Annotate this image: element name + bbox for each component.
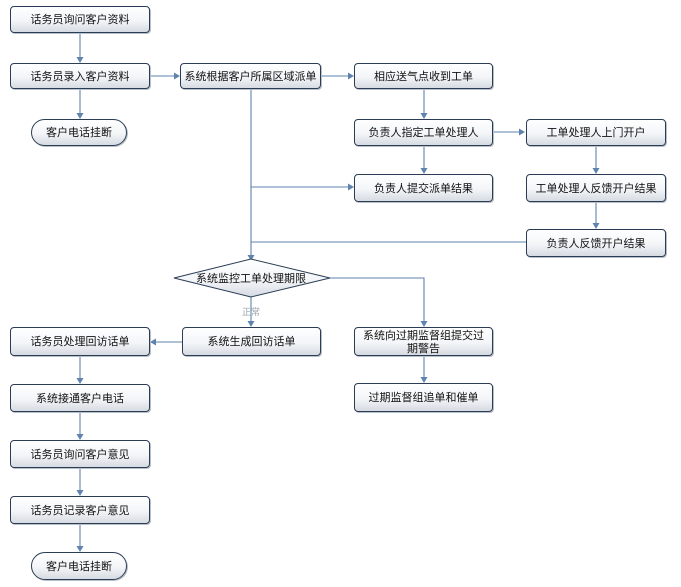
node-handler-feedback-result[interactable]: 工单处理人反馈开户结果 xyxy=(526,174,666,202)
decision-monitor-deadline[interactable]: 系统监控工单处理期限 xyxy=(173,258,331,298)
connector-layer xyxy=(76,33,600,552)
node-label: 工单处理人上门开户 xyxy=(546,126,646,139)
node-label: 负责人提交派单结果 xyxy=(374,181,473,195)
arrowhead xyxy=(76,378,84,384)
arrowhead xyxy=(247,255,255,261)
arrowhead xyxy=(150,338,156,346)
node-chase-orders[interactable]: 过期监督组追单和催单 xyxy=(354,383,493,412)
node-customer-hangup-bottom[interactable]: 客户电话挂断 xyxy=(31,552,127,580)
node-label: 负责人反馈开户结果 xyxy=(546,236,646,250)
node-ask-customer-opinion[interactable]: 话务员询问客户意见 xyxy=(10,440,150,468)
node-record-customer-opinion[interactable]: 话务员记录客户意见 xyxy=(10,496,150,524)
node-ask-customer-info[interactable]: 话务员询问客户资料 xyxy=(10,6,150,33)
arrowhead xyxy=(247,321,255,327)
decision-diamond xyxy=(173,258,331,298)
node-label: 话务员记录客户意见 xyxy=(30,503,130,517)
node-label: 话务员询问客户资料 xyxy=(30,13,130,26)
node-label: 客户电话挂断 xyxy=(46,126,112,139)
arrowhead xyxy=(76,490,84,496)
node-label: 负责人指定工单处理人 xyxy=(368,126,479,139)
node-handler-onsite-open[interactable]: 工单处理人上门开户 xyxy=(526,119,666,146)
node-label: 话务员询问客户意见 xyxy=(30,447,130,461)
node-system-dispatch-by-region[interactable]: 系统根据客户所属区域派单 xyxy=(180,63,321,89)
arrowhead xyxy=(174,72,180,80)
node-customer-hangup-top[interactable]: 客户电话挂断 xyxy=(31,119,127,146)
arrowhead xyxy=(420,168,428,174)
node-gas-station-receives-order[interactable]: 相应送气点收到工单 xyxy=(354,63,493,89)
node-label: 话务员录入客户资料 xyxy=(30,69,130,83)
arrowhead xyxy=(76,113,84,119)
node-connect-customer-call[interactable]: 系统接通客户电话 xyxy=(10,384,150,412)
node-assign-handler[interactable]: 负责人指定工单处理人 xyxy=(354,119,493,146)
node-label: 系统生成回访话单 xyxy=(207,335,296,348)
arrowhead xyxy=(76,434,84,440)
node-label: 系统接通客户电话 xyxy=(36,391,124,405)
arrowhead xyxy=(592,168,600,174)
arrowhead xyxy=(519,128,525,136)
arrowhead xyxy=(420,321,428,327)
edge-decision-n12 xyxy=(330,277,425,321)
node-generate-callback-order[interactable]: 系统生成回访话单 xyxy=(182,327,321,356)
node-label: 工单处理人反馈开户结果 xyxy=(535,181,657,195)
node-label: 系统根据客户所属区域派单 xyxy=(184,69,317,83)
arrowhead xyxy=(420,113,428,119)
arrowhead xyxy=(76,57,84,63)
arrowhead xyxy=(348,72,354,80)
edge-label-normal: 正常 xyxy=(242,306,260,318)
arrowhead xyxy=(420,377,428,383)
decision-label: 系统监控工单处理期限 xyxy=(196,271,306,285)
node-submit-overdue-warning[interactable]: 系统向过期监督组提交过期警告 xyxy=(354,327,493,356)
arrowhead xyxy=(592,223,600,229)
node-handle-callback-order[interactable]: 话务员处理回访话单 xyxy=(10,327,150,356)
node-label: 过期监督组追单和催单 xyxy=(368,391,479,404)
node-label: 系统向过期监督组提交过期警告 xyxy=(363,328,484,355)
node-submit-dispatch-result[interactable]: 负责人提交派单结果 xyxy=(354,174,493,202)
node-manager-feedback-result[interactable]: 负责人反馈开户结果 xyxy=(526,229,666,257)
node-enter-customer-info[interactable]: 话务员录入客户资料 xyxy=(10,63,150,89)
arrowhead xyxy=(76,546,84,552)
node-label: 客户电话挂断 xyxy=(46,559,112,573)
node-label: 话务员处理回访话单 xyxy=(30,335,130,348)
node-label: 相应送气点收到工单 xyxy=(374,69,473,83)
arrowhead xyxy=(348,183,354,191)
